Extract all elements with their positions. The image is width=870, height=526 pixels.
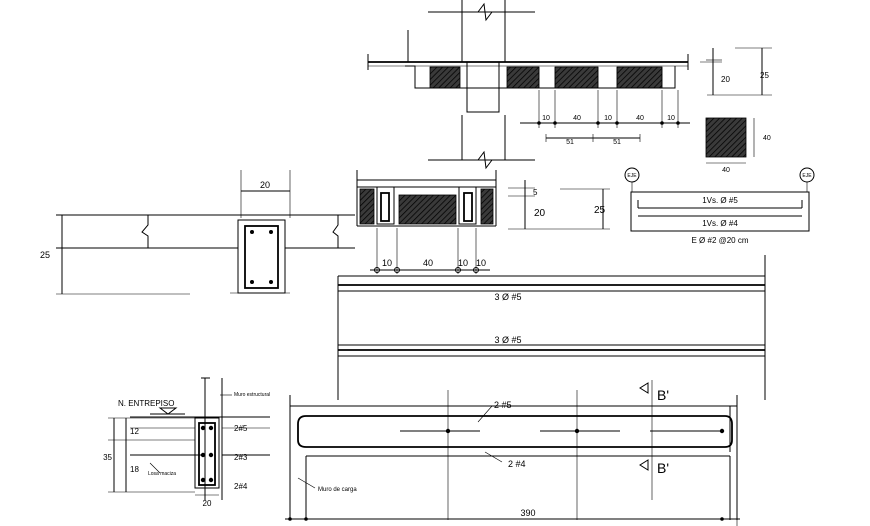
- joist-dim-h25: 25: [594, 205, 606, 216]
- beam-elev-wall-label: Muro de carga: [318, 487, 357, 493]
- slab-dim-h20: 20: [721, 75, 730, 84]
- elev-top-bars: 1Vs. Ø #5: [702, 196, 738, 205]
- eje-left-label: EJE: [627, 173, 637, 179]
- beam-section-left: 20 25: [40, 170, 355, 295]
- long-beam-bottom-bars: 3 Ø #5: [494, 335, 521, 345]
- slab-dim-h25: 25: [760, 71, 769, 80]
- wall-type-label: Muro estructural: [234, 392, 270, 398]
- beam-elev-bottom-bars: 2 #4: [508, 459, 526, 469]
- joist-dim-10c: 10: [476, 258, 486, 268]
- wall-slab-label: Losa maciza: [148, 471, 176, 477]
- section-marker-top: B': [657, 387, 669, 403]
- wall-bar-mid: 2#3: [234, 453, 248, 462]
- wall-dim-width: 20: [203, 499, 212, 508]
- beam-elev-length: 390: [520, 508, 535, 518]
- small-elevation: EJE EJE 1Vs. Ø #5 1Vs. Ø #4 E Ø #2 @20 c…: [624, 167, 815, 245]
- joist-dim-40: 40: [423, 258, 433, 268]
- slab-dim-40a: 40: [573, 115, 581, 122]
- eje-right-label: EJE: [802, 173, 812, 179]
- long-beam-top-bars: 3 Ø #5: [494, 292, 521, 302]
- beam-elevation: B' B' 2 #5 2 #4 Muro de carga 390: [285, 380, 740, 526]
- joist-dim-h5: 5: [533, 188, 538, 197]
- wall-level-label: N. ENTREPISO: [118, 399, 174, 408]
- block-dim-w: 40: [722, 167, 730, 174]
- slab-dim-51a: 51: [566, 139, 574, 146]
- elev-bottom-bars: 1Vs. Ø #4: [702, 219, 738, 228]
- joist-section: 10 40 10 10 5 20 25: [356, 170, 610, 274]
- slab-dim-51b: 51: [613, 139, 621, 146]
- elev-stirrups: E Ø #2 @20 cm: [691, 236, 748, 245]
- wall-bar-bottom: 2#4: [234, 482, 248, 491]
- joist-dim-10b: 10: [458, 258, 468, 268]
- joist-dim-10a: 10: [382, 258, 392, 268]
- wall-detail: N. ENTREPISO Muro estructural Losa maciz…: [103, 377, 270, 508]
- wall-dim-total: 35: [103, 453, 112, 462]
- beam-elev-top-bars: 2 #5: [494, 400, 512, 410]
- slab-section: 10 40 10 40 10 51 51 20 25 40 40: [367, 0, 772, 174]
- wall-bar-top: 2#5: [234, 424, 248, 433]
- wall-dim-lower: 18: [130, 465, 139, 474]
- beam-left-width: 20: [260, 180, 270, 190]
- section-marker-bottom: B': [657, 460, 669, 476]
- wall-dim-upper: 12: [130, 427, 139, 436]
- slab-dim-10a: 10: [542, 115, 550, 122]
- beam-left-height: 25: [40, 250, 50, 260]
- slab-dim-10c: 10: [667, 115, 675, 122]
- block-dim-h: 40: [763, 135, 771, 142]
- joist-dim-h20: 20: [534, 208, 546, 219]
- slab-dim-10b: 10: [604, 115, 612, 122]
- slab-dim-40b: 40: [636, 115, 644, 122]
- long-beam: 3 Ø #5 3 Ø #5: [337, 255, 766, 400]
